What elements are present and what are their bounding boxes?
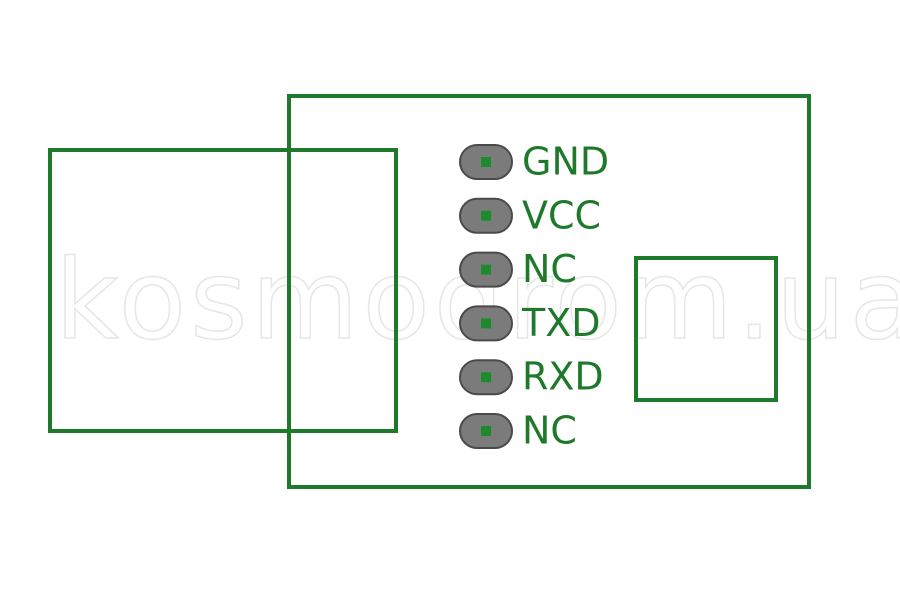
pin-2: VCC	[459, 193, 601, 237]
pin-4: TXD	[459, 301, 601, 345]
pin-label: NC	[522, 247, 577, 291]
pin-label: TXD	[521, 301, 601, 345]
pin-hole	[481, 372, 491, 383]
right-component-outline	[634, 256, 778, 402]
pin-label: RXD	[522, 355, 604, 399]
pin-hole	[481, 264, 491, 275]
pin-hole	[481, 426, 491, 436]
pin-5: RXD	[459, 355, 604, 399]
pin-label: NC	[522, 409, 577, 453]
pin-hole	[481, 157, 491, 167]
module-board-outline	[287, 94, 811, 489]
pin-hole	[481, 318, 491, 329]
pin-label: VCC	[522, 193, 601, 237]
pin-label: GND	[522, 140, 609, 184]
pin-3: NC	[459, 247, 577, 291]
pin-6: NC	[459, 409, 577, 453]
pin-1: GND	[459, 140, 609, 184]
pin-header: GND VCC NC TXD RXD NC	[459, 140, 609, 453]
left-component-outline	[48, 148, 398, 433]
pin-hole	[481, 210, 491, 221]
